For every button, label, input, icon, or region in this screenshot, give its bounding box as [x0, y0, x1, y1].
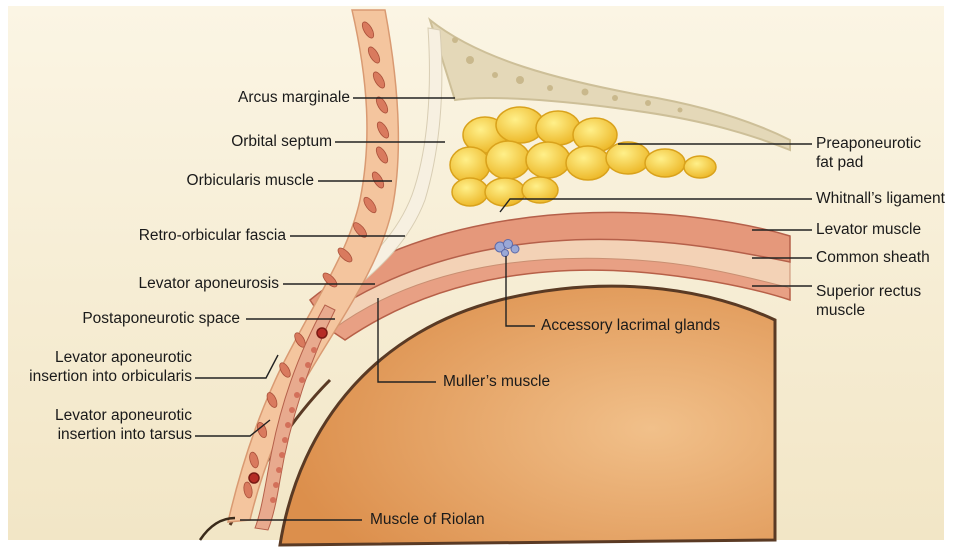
label-insertion-tarsus: Levator aponeurotic insertion into tarsu… [55, 406, 192, 444]
label-muscle-of-riolan: Muscle of Riolan [370, 510, 485, 529]
label-preaponeurotic-fat-pad: Preaponeurotic fat pad [816, 134, 921, 172]
label-common-sheath: Common sheath [816, 248, 930, 267]
peripheral-arcade-vessel [249, 473, 259, 483]
label-accessory-lacrimal-glands: Accessory lacrimal glands [541, 316, 720, 335]
marginal-arcade-vessel [317, 328, 327, 338]
label-levator-muscle: Levator muscle [816, 220, 921, 239]
label-orbital-septum: Orbital septum [231, 132, 332, 151]
label-retro-orbicular-fascia: Retro-orbicular fascia [139, 226, 286, 245]
label-mullers-muscle: Muller’s muscle [443, 372, 550, 391]
label-postaponeurotic-space: Postaponeurotic space [82, 309, 240, 328]
label-arcus-marginale: Arcus marginale [238, 88, 350, 107]
label-whitnalls-ligament: Whitnall’s ligament [816, 189, 945, 208]
label-insertion-orbicularis: Levator aponeurotic insertion into orbic… [29, 348, 192, 386]
label-orbicularis-muscle: Orbicularis muscle [187, 171, 314, 190]
label-superior-rectus-muscle: Superior rectus muscle [816, 282, 921, 320]
label-levator-aponeurosis: Levator aponeurosis [139, 274, 279, 293]
